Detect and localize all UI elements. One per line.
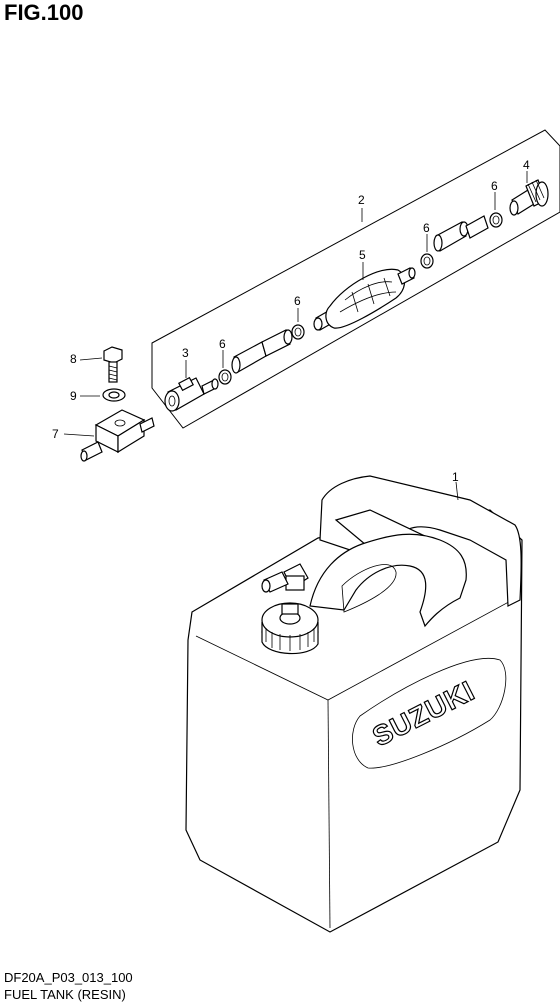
hose-clamp: [218, 369, 232, 385]
figure-code: DF20A_P03_013_100: [4, 970, 133, 985]
hose-clamp: [489, 212, 503, 228]
figure-title: FIG.100: [4, 0, 84, 25]
callout-1: 1: [452, 470, 459, 484]
callout-3: 3: [182, 346, 189, 360]
callout-6-b: 6: [294, 294, 301, 308]
callout-9: 9: [70, 389, 77, 403]
filler-cap: [261, 602, 319, 655]
callout-6-c: 6: [423, 221, 430, 235]
fuel-line-kit-panel: [151, 129, 560, 429]
leader-lines: [63, 171, 528, 501]
primer-bulb: [313, 267, 416, 331]
callout-4: 4: [523, 158, 530, 172]
fuel-hose-segment: [231, 329, 293, 374]
figure-caption: FUEL TANK (RESIN): [4, 987, 126, 1002]
fuel-tank: SUZUKI: [185, 475, 523, 933]
engine-side-connector: [164, 376, 219, 412]
callout-5: 5: [359, 248, 366, 262]
callout-6-d: 6: [491, 179, 498, 193]
callout-8: 8: [70, 352, 77, 366]
mounting-bracket: [80, 409, 155, 462]
tank-side-connector: [509, 179, 549, 216]
bolt: [103, 346, 123, 383]
callout-numbers: 1 2 3 4 5 6 6 6 6 7 8 9: [52, 158, 530, 484]
callout-6-a: 6: [219, 337, 226, 351]
hose-clamp: [420, 253, 434, 269]
washer: [102, 388, 126, 402]
fuel-hose-segment: [433, 215, 489, 252]
tank-outlet-fitting: [261, 563, 309, 593]
hose-clamp: [291, 324, 305, 340]
callout-7: 7: [52, 427, 59, 441]
callout-2: 2: [358, 193, 365, 207]
